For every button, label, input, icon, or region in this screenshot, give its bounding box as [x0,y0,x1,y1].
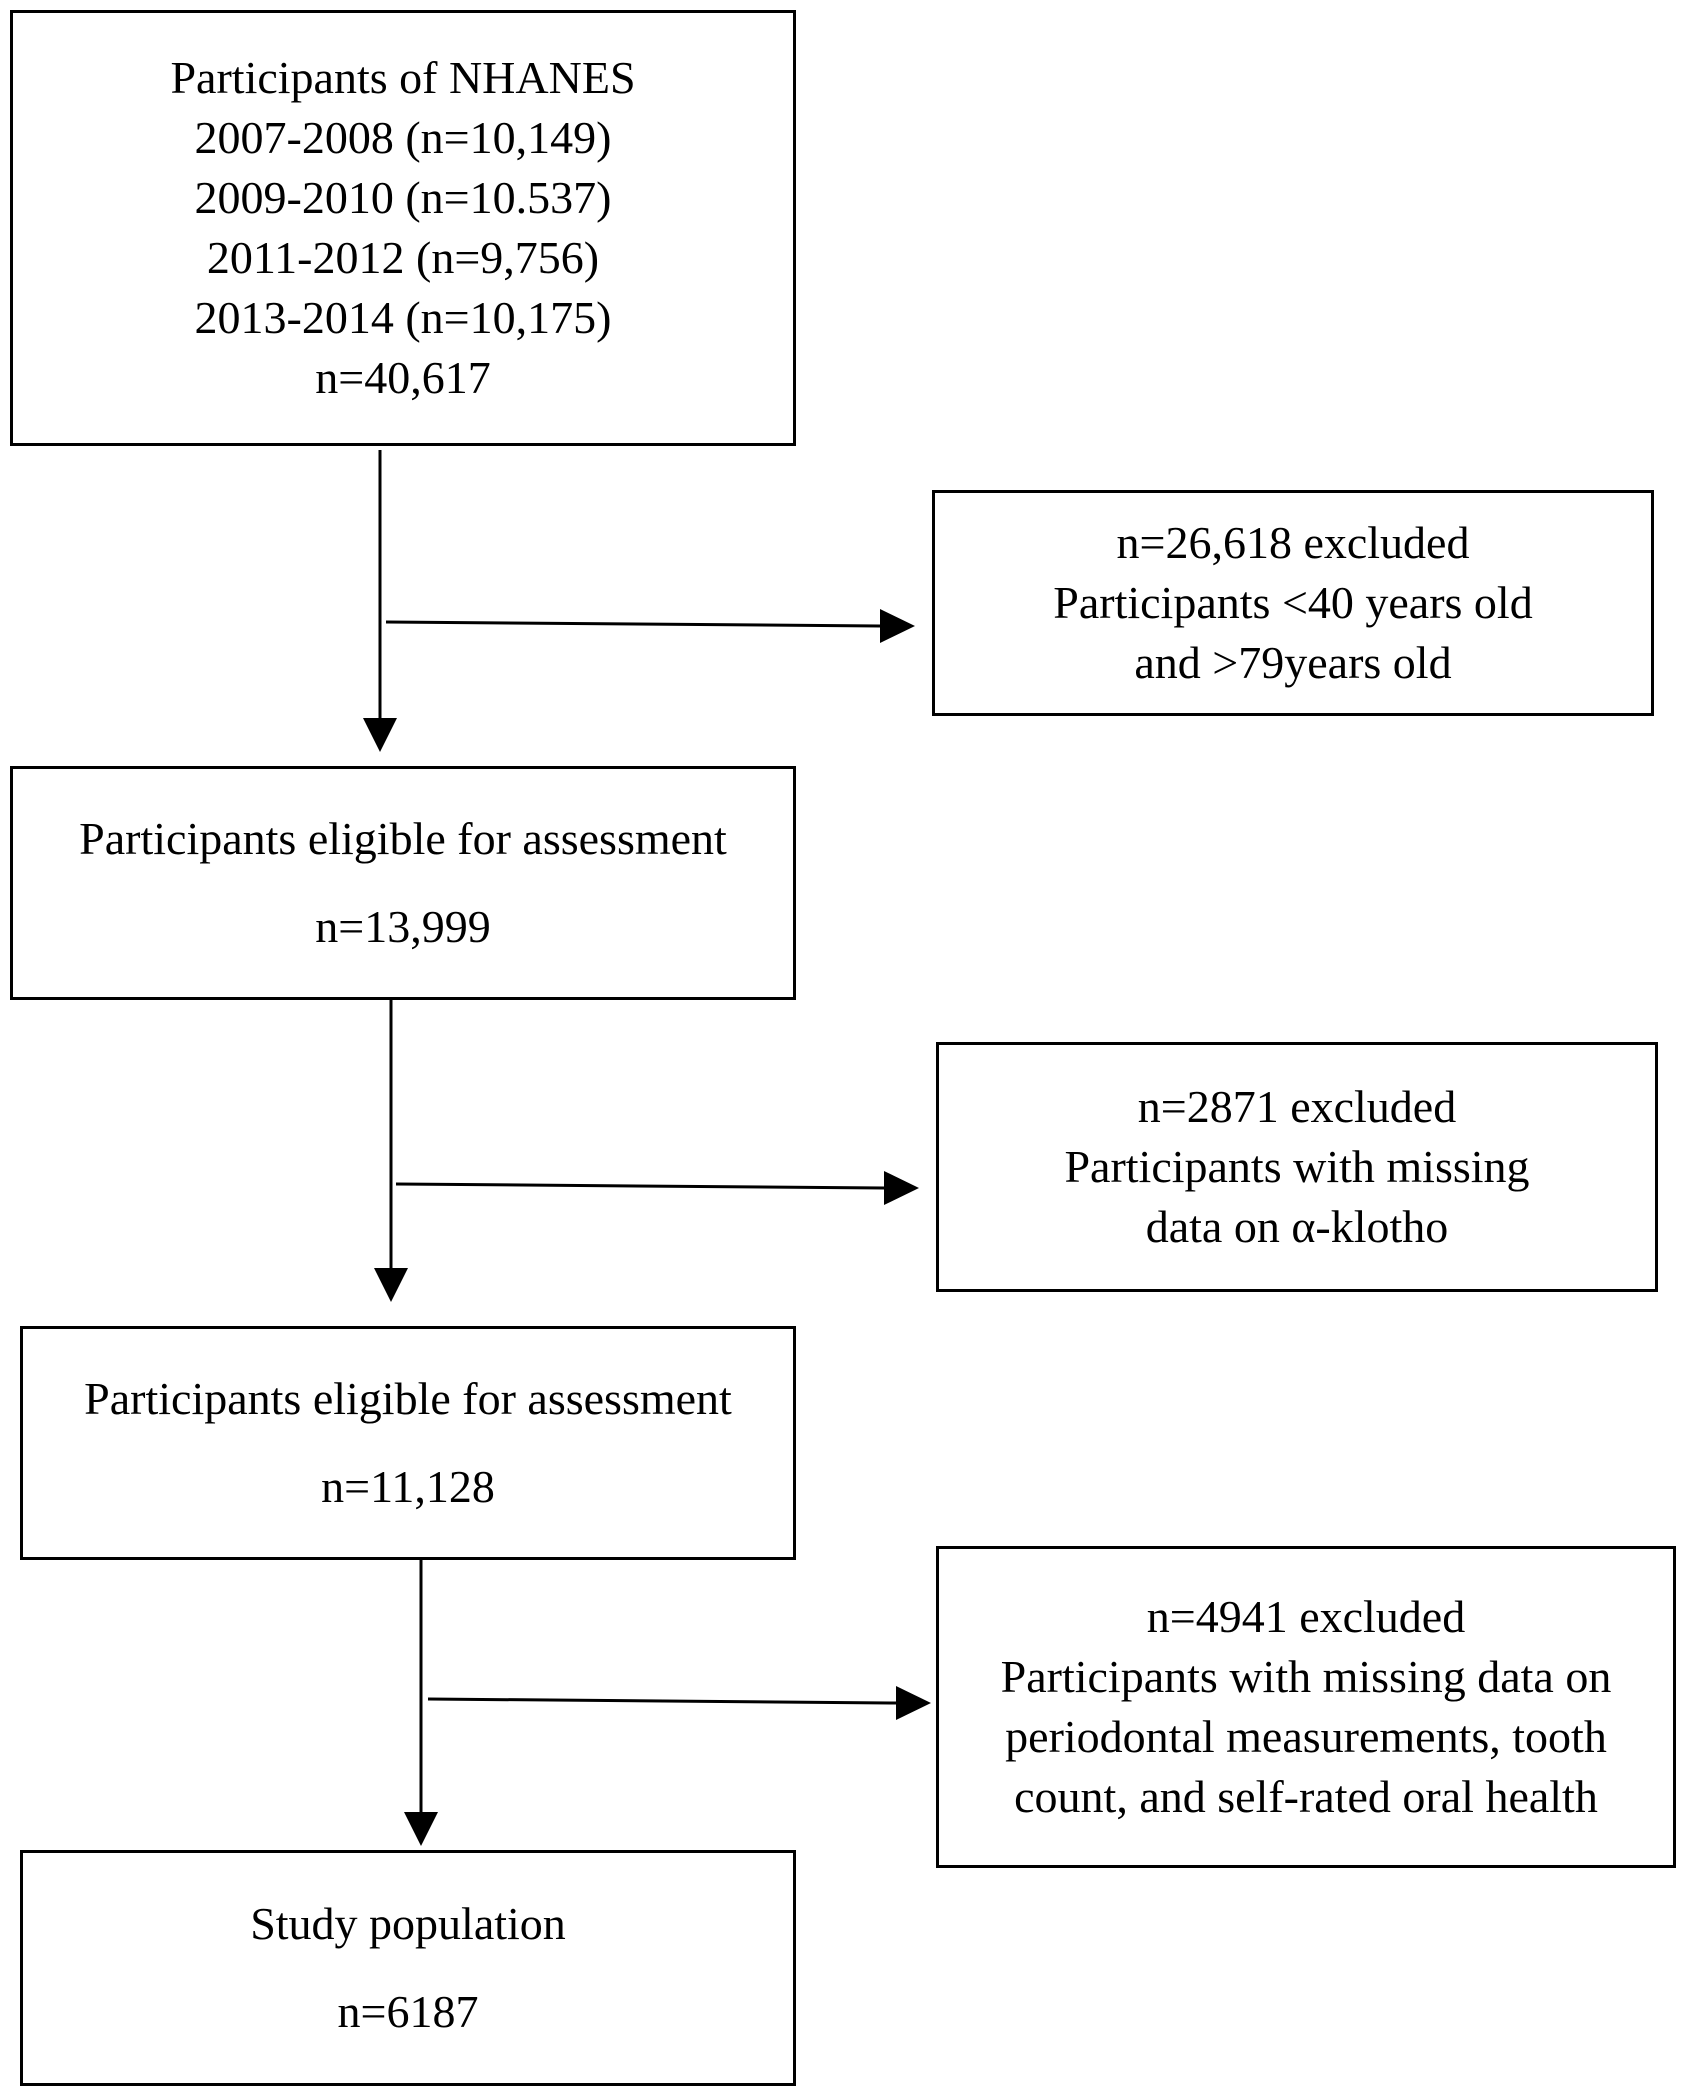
eligible-label: Participants eligible for assessment [84,1373,732,1424]
exclusion-count: n=2871 excluded [1137,1081,1457,1132]
arrow-down-2 [374,1000,408,1302]
exclusion-reason-line: count, and self-rated oral health [1014,1771,1598,1822]
exclusion-reason-line: Participants <40 years old [1053,577,1533,628]
arrow-down-3 [404,1550,438,1846]
source-cycle-2007-2008: 2007-2008 (n=10,149) [194,112,612,163]
arrow-right-3 [427,1686,931,1720]
eligible-box-1: Participants eligible for assessment n=1… [10,766,796,1000]
eligible-count: n=13,999 [315,901,491,952]
exclusion-reason-line: Participants with missing data on [1000,1651,1612,1702]
source-cycle-2013-2014: 2013-2014 (n=10,175) [194,292,612,343]
study-population-label: Study population [250,1898,566,1949]
exclusion-box-age: n=26,618 excluded Participants <40 years… [932,490,1654,716]
exclusion-reason-line: and >79years old [1134,637,1452,688]
exclusion-count: n=26,618 excluded [1116,517,1470,568]
source-cycle-2011-2012: 2011-2012 (n=9,756) [206,232,600,283]
arrow-right-2 [395,1171,919,1205]
arrow-down-1 [363,450,397,752]
exclusion-reason-line: Participants with missing [1064,1141,1530,1192]
source-title: Participants of NHANES [170,52,636,103]
source-total-count: n=40,617 [315,352,491,403]
eligible-count: n=11,128 [321,1461,495,1512]
arrow-right-1 [385,609,915,643]
exclusion-reason-line: periodontal measurements, tooth [1005,1711,1607,1762]
source-population-box: Participants of NHANES 2007-2008 (n=10,1… [10,10,796,446]
study-population-box: Study population n=6187 [20,1850,796,2086]
study-population-count: n=6187 [337,1986,479,2037]
eligible-box-2: Participants eligible for assessment n=1… [20,1326,796,1560]
source-cycle-2009-2010: 2009-2010 (n=10.537) [194,172,612,223]
exclusion-box-oral-health: n=4941 excluded Participants with missin… [936,1546,1676,1868]
exclusion-box-klotho: n=2871 excluded Participants with missin… [936,1042,1658,1292]
exclusion-count: n=4941 excluded [1146,1591,1466,1642]
eligible-label: Participants eligible for assessment [79,813,727,864]
exclusion-reason-line: data on α-klotho [1145,1201,1449,1252]
